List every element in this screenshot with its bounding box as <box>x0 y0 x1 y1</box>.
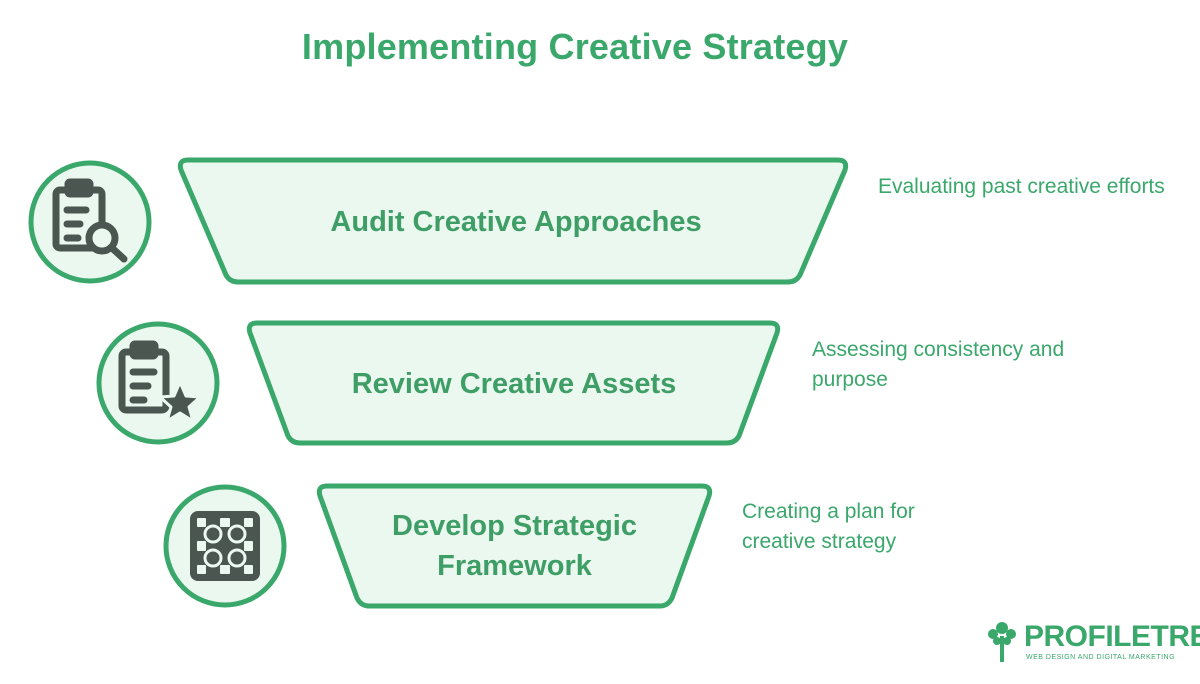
stage-2-description: Assessing consistency and purpose <box>812 338 1065 391</box>
stage-3-description: Creating a plan for creative strategy <box>742 500 915 553</box>
stage-2-label: Review Creative Assets <box>351 368 677 400</box>
stage-2-trapezoid <box>246 320 781 446</box>
stage-2-icon-circle <box>96 321 220 445</box>
framework-grid-icon <box>190 511 260 581</box>
logo-name: PROFILETREE <box>1024 620 1200 653</box>
clipboard-search-icon <box>52 178 128 263</box>
tree-icon <box>988 622 1016 662</box>
clipboard-star-icon <box>118 340 202 423</box>
stage-1-description: Evaluating past creative efforts <box>878 175 1165 198</box>
stage-3-trapezoid <box>316 483 713 609</box>
page-title: Implementing Creative Strategy <box>301 26 849 67</box>
profiletree-logo: PROFILETREE WEB DESIGN AND DIGITAL MARKE… <box>984 618 1200 666</box>
stage-1 <box>28 157 849 285</box>
stage-3-label: Develop Strategic Framework <box>392 510 637 582</box>
logo-tagline: WEB DESIGN AND DIGITAL MARKETING <box>1026 654 1176 661</box>
stage-1-trapezoid <box>177 157 849 285</box>
stage-3 <box>163 483 713 609</box>
stage-2 <box>96 320 781 446</box>
stage-1-label: Audit Creative Approaches <box>330 206 702 238</box>
